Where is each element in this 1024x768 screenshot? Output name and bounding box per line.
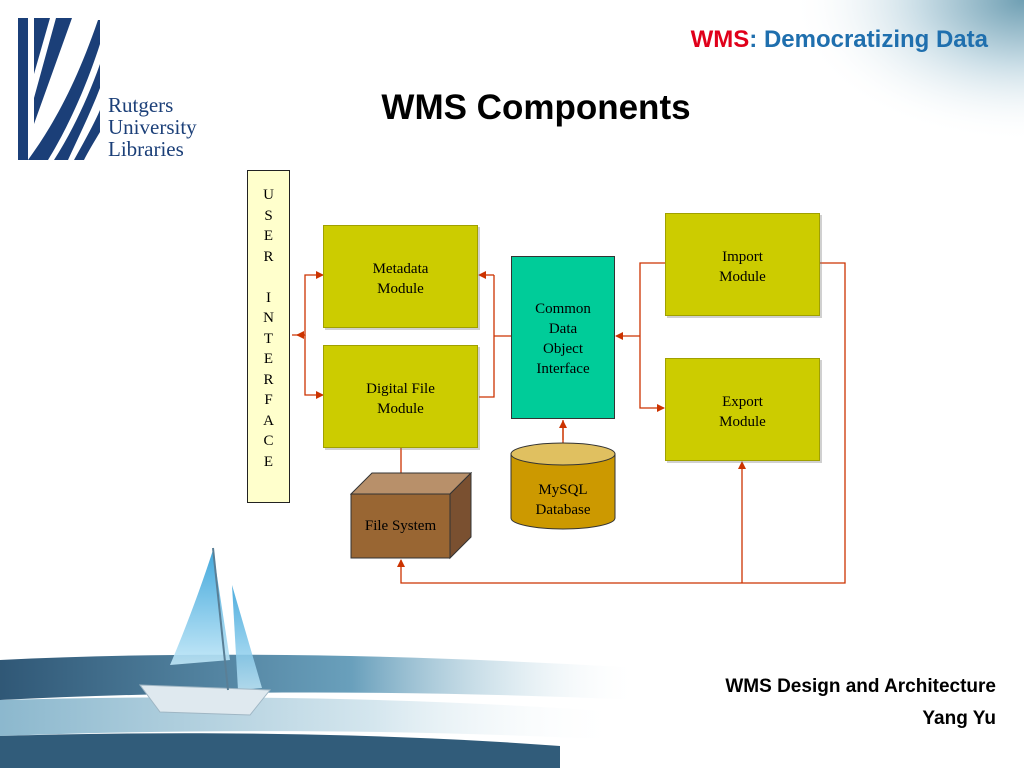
footer-subtitle: WMS Design and Architecture [725, 676, 996, 697]
user-interface-letter [248, 267, 289, 288]
metadata-module-line-2: Module [377, 281, 424, 297]
user-interface-letter: S [264, 207, 273, 224]
connector-import-common [639, 262, 665, 412]
file-system-label: File System [364, 518, 437, 534]
export-module-box: Export Module [665, 358, 820, 461]
tagline-accent: WMS [690, 26, 750, 53]
user-interface-letter: N [263, 310, 274, 326]
import-module-line-1: Import [722, 249, 763, 265]
export-module-line-1: Export [722, 394, 763, 410]
cdoi-line-3: Object [543, 341, 583, 357]
user-interface-letter: T [263, 330, 274, 347]
sailboat-graphic [138, 547, 272, 716]
user-interface-letter: F [264, 392, 273, 408]
cdoi-line-4: Interface [536, 361, 590, 377]
mysql-database-cylinder [510, 442, 616, 530]
mysql-line-2: Database [535, 502, 591, 518]
connector-digital-common [479, 275, 495, 398]
rutgers-logo-icon [16, 14, 100, 160]
user-interface-letter: R [263, 248, 274, 265]
mysql-line-1: MySQL [538, 482, 588, 498]
header-tagline: WMS: Democratizing Data [691, 26, 988, 54]
connector-ui-digital-file [304, 335, 324, 399]
file-system-box [350, 472, 472, 560]
user-interface-letter: E [263, 351, 274, 367]
slide-title: WMS Components [381, 88, 691, 127]
user-interface-letter: E [263, 453, 274, 470]
digital-file-module-line-1: Digital File [366, 381, 435, 397]
user-interface-letter: E [263, 228, 274, 244]
connector-ui-metadata [292, 271, 324, 336]
connector-import-loop [397, 262, 846, 584]
digital-file-module-line-2: Module [377, 401, 424, 417]
metadata-module-box: Metadata Module [323, 225, 478, 328]
cdoi-line-1: Common [535, 301, 591, 317]
export-module-line-2: Module [719, 414, 766, 430]
cdoi-line-2: Data [548, 321, 578, 337]
user-interface-letter: R [263, 371, 274, 388]
user-interface-letter: A [263, 412, 274, 429]
import-module-line-2: Module [719, 269, 766, 285]
mysql-database-label: MySQL Database [510, 478, 616, 522]
common-data-object-interface-box: Common Data Object Interface [511, 256, 615, 419]
rutgers-libraries-logo: Rutgers University Libraries [14, 14, 214, 164]
digital-file-module-box: Digital File Module [323, 345, 478, 448]
metadata-module-line-1: Metadata [372, 261, 429, 277]
brand-line-2: University [108, 115, 197, 139]
user-interface-letter: C [263, 433, 274, 449]
tagline-rest: : Democratizing Data [749, 26, 988, 53]
brand-line-3: Libraries [108, 137, 184, 161]
user-interface-letter: I [266, 289, 271, 306]
footer-author: Yang Yu [922, 708, 996, 729]
import-module-box: Import Module [665, 213, 820, 316]
user-interface-letter: U [263, 187, 274, 203]
brand-line-1: Rutgers [108, 93, 174, 117]
